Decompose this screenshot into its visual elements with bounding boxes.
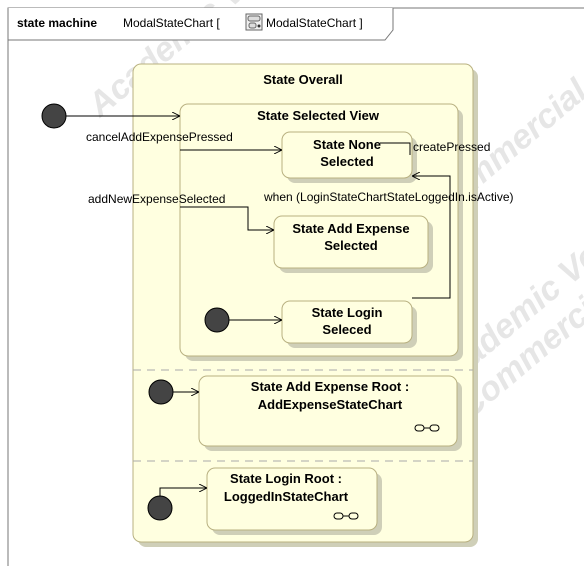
initial-node-login-root[interactable]: [147, 495, 173, 521]
state-add-expense-root-line2: AddExpenseStateChart: [258, 397, 403, 412]
transition-when[interactable]: [412, 176, 451, 299]
frame-keyword: state machine: [17, 16, 97, 30]
initial-node-top[interactable]: [41, 103, 67, 129]
transition-label-when: when (LoginStateChartStateLoggedIn.isAct…: [263, 190, 514, 204]
transition-label-cancel: cancelAddExpensePressed: [86, 130, 233, 144]
state-login-line1: State Login: [312, 305, 383, 320]
state-add-expense-root[interactable]: State Add Expense Root : AddExpenseState…: [198, 375, 462, 451]
submachine-icon: [414, 424, 440, 432]
state-add-expense-root-line1: State Add Expense Root :: [251, 379, 409, 394]
transition-initial-to-login-root[interactable]: [159, 488, 207, 496]
state-login-seleced[interactable]: State Login Seleced: [281, 300, 417, 348]
transition-label-create: createPressed: [413, 140, 490, 154]
frame-ref: ModalStateChart ]: [266, 16, 363, 30]
state-add-expense-line1: State Add Expense: [292, 221, 409, 236]
state-none-selected-line2: Selected: [320, 154, 374, 169]
state-login-root[interactable]: State Login Root : LoggedInStateChart: [206, 467, 382, 535]
frame: state machine ModalStateChart [ ModalSta…: [7, 7, 584, 566]
frame-name: ModalStateChart [: [123, 16, 220, 30]
initial-node-add-expense-root[interactable]: [148, 379, 174, 405]
transition-add-new[interactable]: [180, 206, 274, 230]
state-none-selected-line1: State None: [313, 137, 381, 152]
state-selected-view-title: State Selected View: [257, 108, 380, 123]
state-login-root-line2: LoggedInStateChart: [224, 489, 349, 504]
submachine-icon: [333, 512, 359, 520]
state-machine-icon: [245, 13, 263, 31]
transition-create[interactable]: [380, 142, 411, 155]
state-overall-title: State Overall: [263, 72, 343, 87]
state-add-expense-line2: Selected: [324, 238, 378, 253]
state-add-expense-selected[interactable]: State Add Expense Selected: [273, 215, 433, 273]
initial-node-login[interactable]: [204, 307, 230, 333]
state-login-root-line1: State Login Root :: [230, 471, 342, 486]
transition-label-add-new: addNewExpenseSelected: [88, 192, 225, 206]
state-none-selected[interactable]: State None Selected: [281, 131, 417, 183]
state-login-line2: Seleced: [322, 322, 371, 337]
